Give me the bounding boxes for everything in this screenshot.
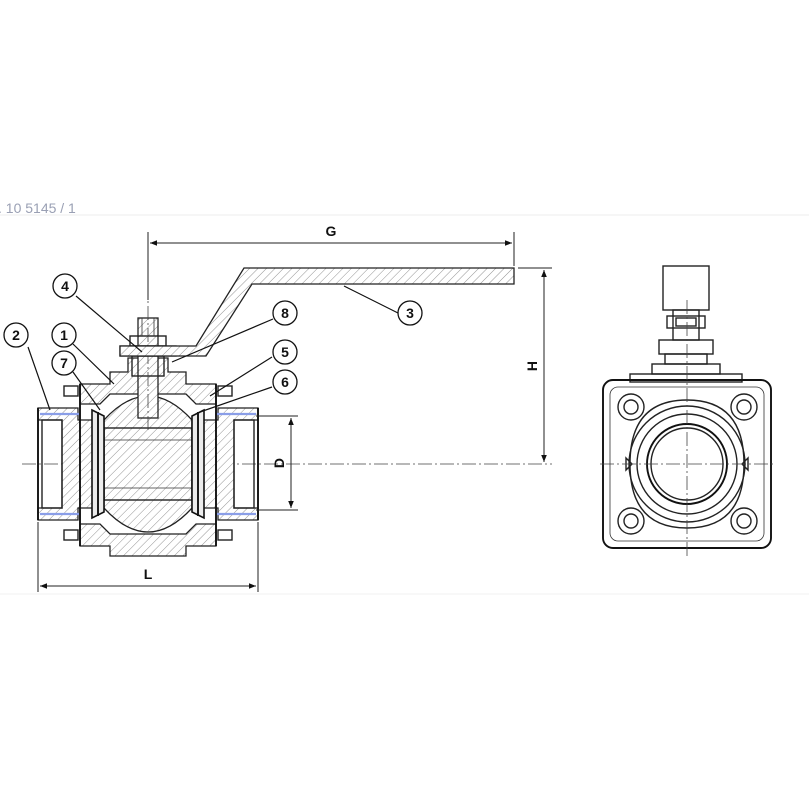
dim-label-L: L (144, 566, 153, 582)
part-balloon-7: 7 (51, 350, 77, 376)
side-section-view: G H D L (3, 223, 552, 592)
dimension-D: D (256, 415, 298, 511)
dim-label-G: G (326, 223, 337, 239)
part-balloon-2: 2 (3, 322, 29, 348)
part-number-8: 8 (281, 305, 289, 321)
part-leaders (27, 285, 399, 413)
part-balloon-4: 4 (52, 273, 78, 299)
part-number-2: 2 (12, 327, 20, 343)
part-balloon-5: 5 (272, 339, 298, 365)
part-balloon-8: 8 (272, 300, 298, 326)
part-balloon-1: 1 (51, 322, 77, 348)
right-end-connector (199, 407, 259, 521)
part-number-5: 5 (281, 344, 289, 360)
part-number-6: 6 (281, 374, 289, 390)
part-balloon-6: 6 (272, 369, 298, 395)
seats (91, 408, 205, 520)
handle-lever (119, 267, 515, 357)
dimension-L: L (37, 522, 259, 592)
dimension-H: H (518, 267, 552, 462)
left-end-connector (37, 407, 97, 521)
part-balloon-3: 3 (397, 300, 423, 326)
part-number-3: 3 (406, 305, 414, 321)
bolt-holes (617, 393, 758, 535)
header-fragment: . 10 5145 / 1 (0, 200, 76, 216)
dim-label-D: D (271, 458, 287, 468)
part-number-4: 4 (61, 278, 69, 294)
part-number-1: 1 (60, 327, 68, 343)
end-view (600, 265, 776, 556)
dimension-G: G (147, 223, 515, 300)
part-number-7: 7 (60, 355, 68, 371)
dim-label-H: H (524, 361, 540, 371)
